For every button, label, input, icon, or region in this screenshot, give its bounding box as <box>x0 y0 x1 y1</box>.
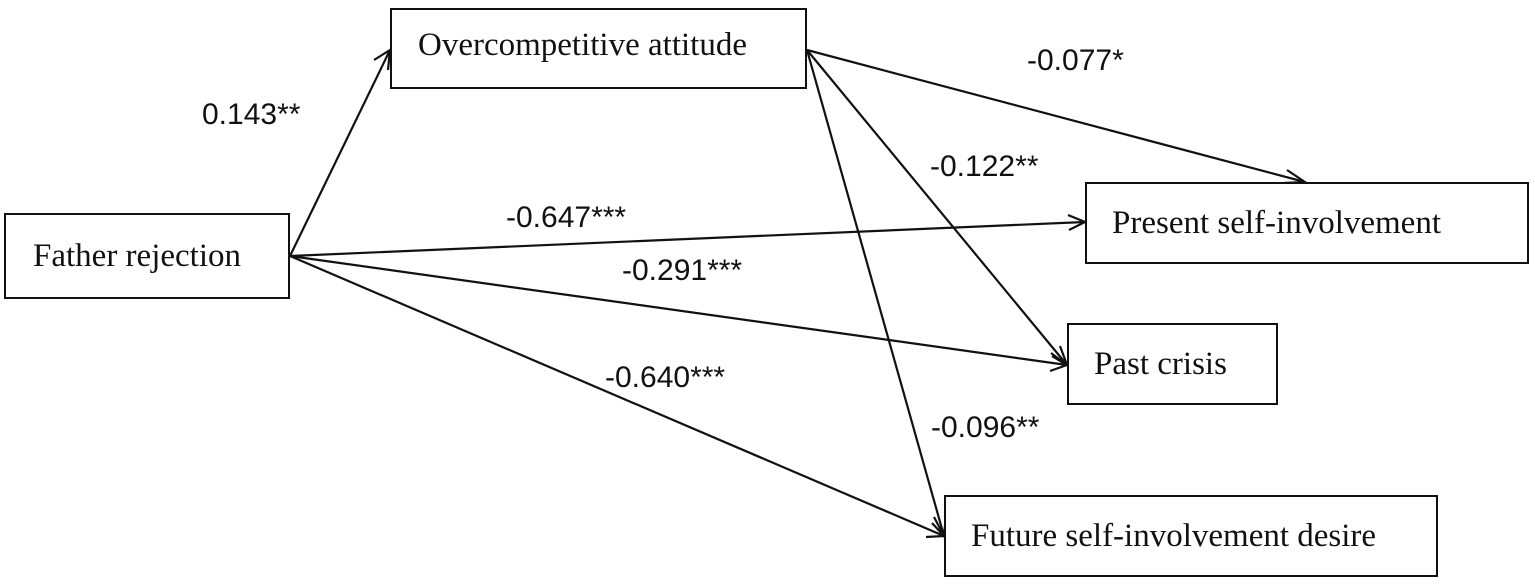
coef-father-to-present: -0.647*** <box>506 201 627 234</box>
node-label: Father rejection <box>33 237 241 274</box>
coef-overcompetitive-to-past: -0.122** <box>930 150 1039 183</box>
coef-father-to-future: -0.640*** <box>605 361 726 394</box>
arrow-father-to-overcompetitive <box>289 47 392 257</box>
node-past-crisis: Past crisis <box>1067 323 1278 405</box>
arrow-father-to-future <box>289 254 947 539</box>
node-present-self-involvement: Present self-involvement <box>1085 182 1529 264</box>
node-father-rejection: Father rejection <box>4 213 290 299</box>
node-future-self-involvement-desire: Future self-involvement desire <box>944 495 1438 577</box>
coef-overcompetitive-to-future: -0.096** <box>931 411 1040 444</box>
arrow-overcompetitive-to-future <box>805 49 948 540</box>
node-label: Past crisis <box>1094 345 1227 382</box>
arrow-father-to-present <box>289 213 1088 258</box>
node-label: Future self-involvement desire <box>971 517 1377 554</box>
coef-father-to-overcompetitive: 0.143** <box>202 98 301 131</box>
coef-overcompetitive-to-present: -0.077* <box>1027 44 1124 77</box>
node-label: Present self-involvement <box>1112 204 1442 241</box>
node-overcompetitive-attitude: Overcompetitive attitude <box>390 8 807 89</box>
coef-father-to-past: -0.291*** <box>622 254 743 287</box>
node-label: Overcompetitive attitude <box>418 27 747 63</box>
arrow-overcompetitive-to-past <box>806 49 1070 369</box>
